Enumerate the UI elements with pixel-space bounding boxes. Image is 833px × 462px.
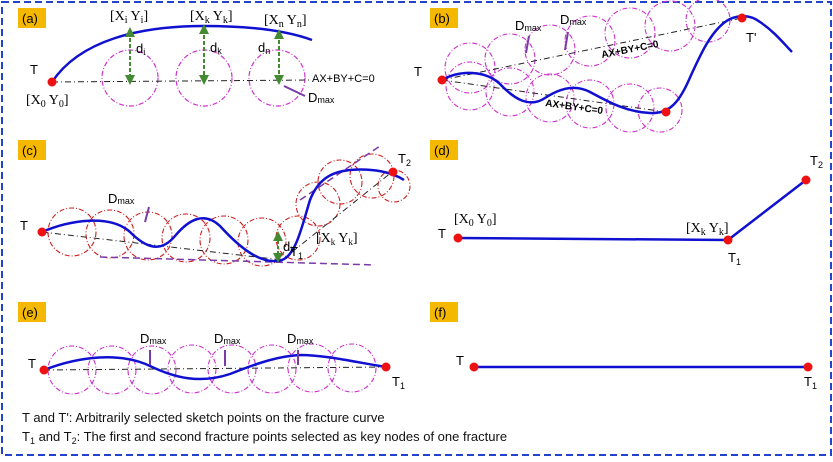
panel-d-point-T	[453, 233, 463, 243]
panel-b-line-lower	[441, 79, 667, 113]
panel-d-label-T2: T2	[810, 153, 823, 170]
panel-c-tag: (c)	[22, 143, 37, 158]
panel-b-dmax-bar-2	[564, 31, 569, 51]
panel-b-circles-upper	[444, 0, 731, 94]
panel-f-point-T1	[803, 362, 813, 372]
panel-e-point-T	[39, 365, 49, 375]
panel-c-point-T	[37, 227, 47, 237]
panel-c-tangent-lower	[99, 256, 376, 266]
panel-a-label-X0Y0: [X0 Y0]	[26, 93, 69, 110]
panel-a-point-T	[47, 77, 57, 87]
panel-a-dmax-bar	[283, 85, 306, 97]
panel-d-label-XkYk: [Xk Yk]	[686, 221, 729, 238]
panel-c-label-T1: T1	[290, 244, 303, 261]
panel-c-label-dk: dk	[283, 239, 295, 255]
panel-a-tag-bg	[18, 8, 46, 28]
panel-e: (e) T T1 Dmax Dmax Dmax	[18, 302, 405, 395]
panel-b-label-T: T	[414, 64, 422, 79]
panel-c-point-T2	[388, 167, 398, 177]
panel-b-label-Tprime: T'	[746, 30, 756, 45]
panel-a-tag: (a)	[22, 11, 38, 26]
panel-c-tag-bg	[18, 140, 46, 160]
panel-d: (d) T T1 T2 [X0 Y0] [Xk Yk]	[430, 140, 823, 267]
panel-c-chord-2	[281, 171, 393, 261]
panel-a-label-dn: dn	[258, 40, 270, 56]
panel-a-label-di: di	[136, 41, 145, 57]
panel-b-tag: (b)	[434, 11, 450, 26]
panel-f-label-T: T	[456, 353, 464, 368]
panel-c-curve	[41, 168, 405, 263]
panel-b-point-T	[437, 75, 447, 85]
panel-f-point-T	[469, 362, 479, 372]
panel-b-circles-lower	[445, 61, 683, 133]
panel-c: (c) T T2 T1 Dmax dk [Xk Yk]	[18, 140, 411, 267]
panel-d-label-T: T	[438, 226, 446, 241]
panel-e-label-dmax-1: Dmax	[140, 331, 167, 346]
legend-line-2: T1 and T2: The first and second fracture…	[22, 429, 507, 446]
panel-f-tag: (f)	[434, 305, 446, 320]
panel-c-label-XkYk: [Xk Yk]	[316, 231, 358, 247]
panel-a-label-T: T	[30, 62, 38, 77]
panel-d-polyline	[457, 179, 807, 242]
panel-a-baseline	[51, 79, 313, 83]
panel-b-label-eq-upper: AX+BY+C=0	[600, 39, 660, 61]
panel-c-label-T: T	[20, 218, 28, 233]
panel-c-label-T2: T2	[398, 151, 411, 168]
panel-f: (f) T T1	[430, 302, 817, 391]
panel-c-circles	[47, 153, 411, 267]
panel-a-label-dk: dk	[210, 40, 222, 56]
panel-a-label-dmax: Dmax	[308, 90, 335, 105]
panel-e-label-T1: T1	[392, 374, 405, 391]
panel-e-label-dmax-3: Dmax	[287, 331, 314, 346]
panel-d-tag-bg	[430, 140, 458, 160]
panel-e-tag-bg	[18, 302, 46, 322]
panel-c-dmax-bar	[144, 206, 150, 223]
panel-b-point-Tprime-lower	[661, 107, 671, 117]
panel-d-tag: (d)	[434, 143, 450, 158]
legend-line-1: T and T': Arbitrarily selected sketch po…	[22, 410, 385, 425]
panel-b-tag-bg	[430, 8, 458, 28]
panel-b: (b) T T' Dmax Dmax AX+BY+C=	[414, 0, 793, 133]
panel-c-label-dmax: Dmax	[108, 191, 135, 206]
panel-f-tag-bg	[430, 302, 458, 322]
panel-a-label-line-eq: AX+BY+C=0	[312, 73, 375, 85]
panel-a: (a) T [X0 Y0] [Xi Yi] [Xk Yk] [Xn Yn] di…	[18, 8, 375, 110]
panel-d-point-T1	[723, 235, 733, 245]
panel-b-curve	[441, 14, 793, 115]
panel-a-label-XkYk: [Xk Yk]	[190, 9, 233, 26]
panel-b-label-dmax-2: Dmax	[560, 12, 587, 27]
panel-e-label-T: T	[28, 356, 36, 371]
panel-f-label-T1: T1	[804, 374, 817, 391]
panel-e-circles	[47, 343, 377, 395]
panel-d-point-T2	[801, 175, 811, 185]
panel-b-label-dmax-1: Dmax	[515, 18, 542, 33]
panel-b-point-Tprime-upper	[737, 13, 747, 23]
panel-e-curve	[43, 353, 387, 381]
panel-b-line-upper	[441, 17, 743, 81]
panel-e-tag: (e)	[22, 305, 38, 320]
panel-a-label-XnYn: [Xn Yn]	[264, 13, 307, 30]
panel-e-point-T1	[381, 362, 391, 372]
panel-a-curve	[50, 24, 313, 83]
panel-e-chord	[43, 366, 387, 371]
legend: T and T': Arbitrarily selected sketch po…	[22, 410, 507, 446]
panel-d-label-X0Y0: [X0 Y0]	[454, 212, 497, 229]
panel-b-dmax-bar-1	[525, 35, 530, 54]
panel-d-label-T1: T1	[728, 250, 741, 267]
panel-e-label-dmax-2: Dmax	[214, 331, 241, 346]
panel-a-label-XiYi: [Xi Yi]	[110, 9, 148, 26]
